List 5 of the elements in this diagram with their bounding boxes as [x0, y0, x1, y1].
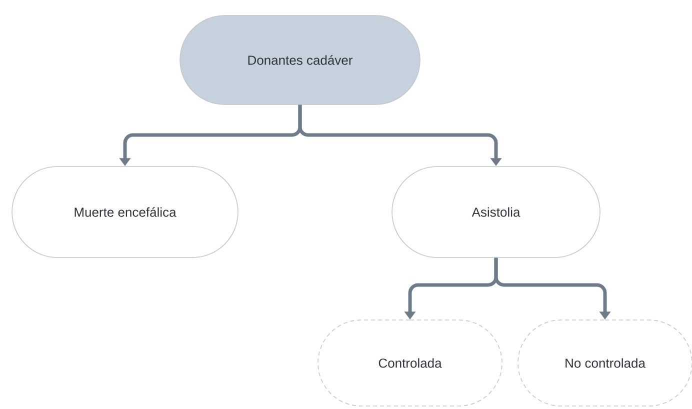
process-box: Asistolia [392, 166, 600, 258]
process-box: Muerte encefálica [12, 166, 238, 258]
group-box: Controlada [318, 320, 502, 406]
group-box: No controlada [518, 320, 692, 406]
process-box: Donantes cadáver [180, 15, 420, 105]
